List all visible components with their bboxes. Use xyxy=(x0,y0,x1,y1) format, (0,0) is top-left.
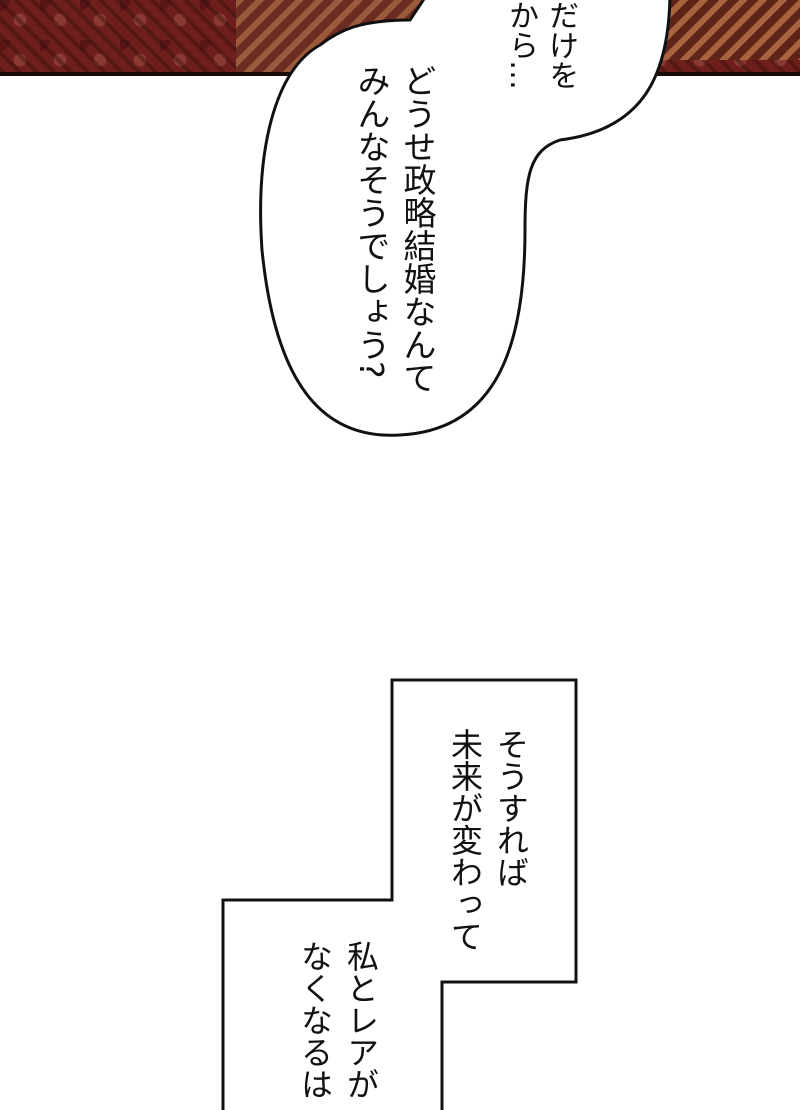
speech-text: どうせ政略結婚なんて みんなそうでしょう? xyxy=(348,64,440,394)
narration-text-cut-off: 私とレアが なくなるは xyxy=(292,940,384,1100)
text-line: みんなそうでしょう? xyxy=(352,64,391,379)
text-line: だけを xyxy=(543,0,578,90)
text-line: 未来が変わって xyxy=(446,728,484,952)
text-line: 私とレアが xyxy=(342,940,380,1100)
narration-text: そうすれば 未来が変わって xyxy=(442,728,534,952)
carpet-pattern-right xyxy=(660,0,800,60)
text-line: どうせ政略結婚なんて xyxy=(398,64,437,394)
text-line: なくなるは xyxy=(296,940,334,1100)
text-line: そうすれば xyxy=(492,728,530,888)
speech-text-cut-off: だけを から… xyxy=(500,0,580,90)
speech-bubble xyxy=(259,0,672,437)
text-line: から… xyxy=(503,0,538,90)
narration-box xyxy=(221,678,578,1110)
